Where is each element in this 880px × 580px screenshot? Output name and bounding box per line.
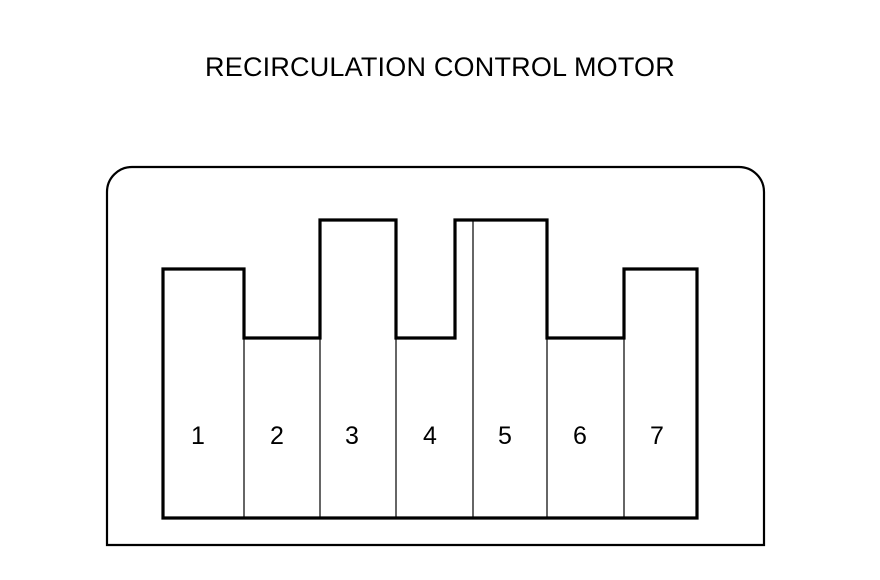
connector-shell-outline bbox=[105, 165, 766, 547]
pin-label-1: 1 bbox=[191, 422, 205, 450]
pin-label-2: 2 bbox=[270, 422, 284, 450]
pin-label-7: 7 bbox=[650, 422, 664, 450]
pin-label-5: 5 bbox=[498, 422, 512, 450]
pin-label-3: 3 bbox=[345, 422, 359, 450]
pin-dividers bbox=[243, 220, 625, 518]
pin-label-4: 4 bbox=[423, 422, 437, 450]
pin-number-labels: 1 2 3 4 5 6 7 bbox=[191, 422, 664, 450]
page-title: RECIRCULATION CONTROL MOTOR bbox=[205, 52, 675, 82]
pin-label-6: 6 bbox=[573, 422, 587, 450]
pin-block-outline bbox=[161, 218, 699, 520]
